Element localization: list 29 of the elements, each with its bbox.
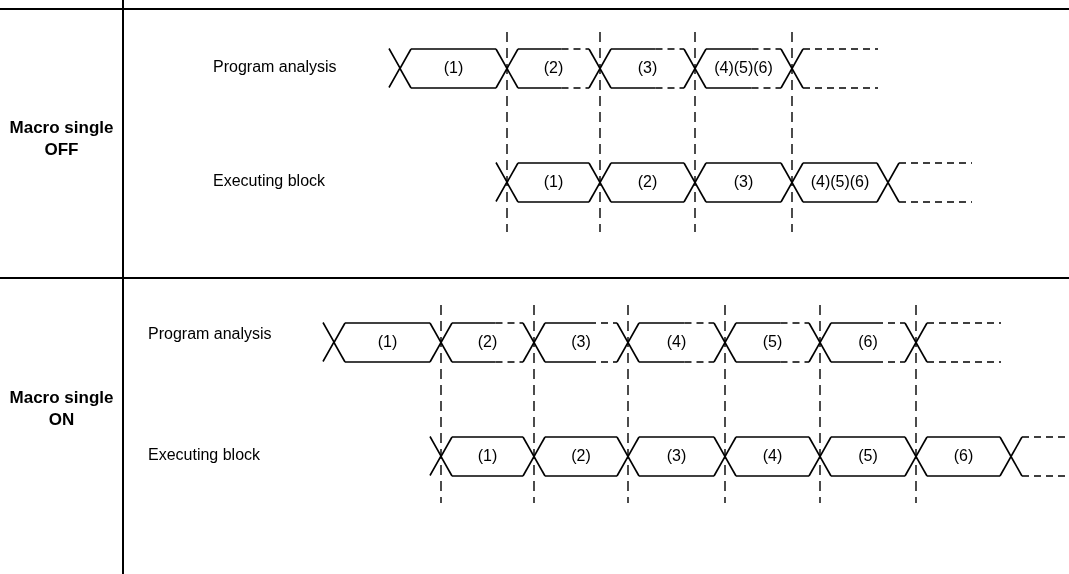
signal-name: Executing block	[213, 172, 326, 190]
signal-segment: (4)	[628, 322, 725, 362]
signal-name: Executing block	[148, 446, 261, 464]
signal-name: Program analysis	[213, 58, 337, 76]
signal-segment	[792, 48, 878, 88]
signal-segment: (2)	[507, 48, 600, 88]
signal-segment	[888, 162, 972, 202]
signal-segment: (3)	[695, 162, 792, 202]
signal-segment: (5)	[725, 322, 820, 362]
signal-segment: (6)	[820, 322, 916, 362]
signal-segment: (4)(5)(6)	[695, 48, 792, 88]
signal-segment: (3)	[628, 436, 725, 476]
signal-segment: (4)	[725, 436, 820, 476]
signal-segment: (1)	[400, 48, 507, 88]
signal-name: Program analysis	[148, 325, 272, 343]
signal-segment: (2)	[534, 436, 628, 476]
signal-segment: (3)	[600, 48, 695, 88]
signal-segment: (1)	[507, 162, 600, 202]
signal-segment: (1)	[441, 436, 534, 476]
row-header: Macro single ON	[8, 387, 115, 431]
signal-segment: (4)(5)(6)	[792, 162, 888, 202]
signal-segment: (2)	[441, 322, 534, 362]
signal-segment	[916, 322, 1001, 362]
signal-segment: (3)	[534, 322, 628, 362]
signal-segment: (6)	[916, 436, 1011, 476]
row-header: Macro single OFF	[8, 117, 115, 161]
signal-segment: (5)	[820, 436, 916, 476]
signal-segment: (1)	[334, 322, 441, 362]
signal-segment: (2)	[600, 162, 695, 202]
